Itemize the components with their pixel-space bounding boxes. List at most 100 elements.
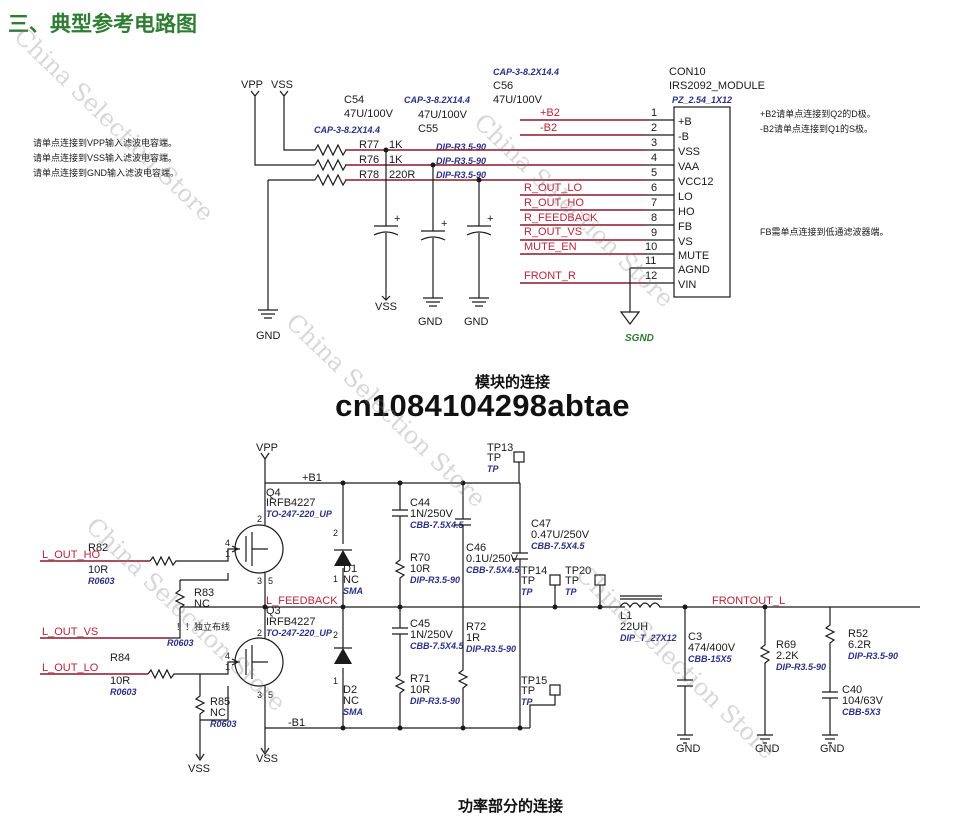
feedback-label: L_FEEDBACK xyxy=(266,595,338,607)
c54-plus: + xyxy=(394,213,400,225)
d2-ref: D2 xyxy=(343,684,357,696)
vpp-wire xyxy=(250,90,315,166)
junction-dot xyxy=(340,604,346,610)
r52-ref: R52 xyxy=(848,628,868,640)
pin-name-10: MUTE xyxy=(678,250,709,262)
r82-body xyxy=(149,548,240,567)
junction-dot xyxy=(262,604,268,610)
vss-label-top: VSS xyxy=(271,79,293,91)
c47-value: 0.47U/250V xyxy=(531,529,590,541)
net-label-front: FRONT_R xyxy=(524,270,576,282)
q4-pin2: 2 xyxy=(257,514,262,524)
sgnd-label: SGND xyxy=(625,333,654,344)
r77-value: 1K xyxy=(389,139,403,151)
l1-core xyxy=(620,595,662,600)
agnd-wire xyxy=(629,267,645,312)
tp13-a: TP xyxy=(487,452,501,464)
r71-pkg: DIP-R3.5-90 xyxy=(410,696,460,706)
c46-pkg: CBB-7.5X4.5 xyxy=(466,565,521,575)
con10-pin-names: +B -B VSS VAA VCC12 LO HO FB VS MUTE AGN… xyxy=(678,116,713,291)
q4-gate-pin4: 4 xyxy=(225,538,230,548)
c45-r71-branch xyxy=(392,607,408,728)
c40-gnd-label: GND xyxy=(820,743,845,755)
tp14-pad xyxy=(549,574,561,586)
r70-ref: R70 xyxy=(410,552,430,564)
r76-ref: R76 xyxy=(359,154,379,166)
d2-symbol xyxy=(334,648,352,664)
vpp-label: VPP xyxy=(241,79,263,91)
q4-pkg: TO-247-220_UP xyxy=(266,509,333,519)
r77-pkg: DIP-R3.5-90 xyxy=(436,142,486,152)
c40-value: 104/63V xyxy=(842,695,884,707)
c44-pkg: CBB-7.5X4.5 xyxy=(410,520,465,530)
pin-num-6: 6 xyxy=(651,182,657,194)
pin-name-8: FB xyxy=(678,221,692,233)
r69-gnd xyxy=(757,734,773,744)
r85-value: NC xyxy=(210,707,226,719)
con10-part: IRS2092_MODULE xyxy=(669,80,765,92)
c55-plus: + xyxy=(441,218,447,230)
pin-name-5: VCC12 xyxy=(678,176,713,188)
pin-name-2: -B xyxy=(678,131,689,143)
c44-r70-branch xyxy=(392,483,408,607)
note-right-2: -B2请单点连接到Q1的S极。 xyxy=(760,123,873,134)
c54-value: 47U/100V xyxy=(344,108,394,120)
c45-ref: C45 xyxy=(410,618,430,630)
r85-vss-label: VSS xyxy=(188,763,210,775)
vss-label-bottom: VSS xyxy=(375,301,397,313)
c56-plus: + xyxy=(487,213,493,225)
c44-value: 1N/250V xyxy=(410,508,453,520)
pin-num-12: 12 xyxy=(645,270,657,282)
c46-r72-branch xyxy=(455,483,471,728)
r76-pkg: DIP-R3.5-90 xyxy=(436,156,486,166)
q3-pin2: 2 xyxy=(257,628,262,638)
tp13-ref: TP13 xyxy=(487,442,513,454)
r72-value: 1R xyxy=(466,632,480,644)
r82-value: 10R xyxy=(88,564,108,576)
watermark-overlay: cn1084104298abtae xyxy=(335,388,630,423)
d1-pin1: 1 xyxy=(333,574,338,584)
input-lo-label: L_OUT_LO xyxy=(42,662,99,674)
q3-pin5: 5 xyxy=(268,690,273,700)
l1-ref: L1 xyxy=(620,610,632,622)
caption-module: 模块的连接 xyxy=(475,373,551,391)
pin-num-8: 8 xyxy=(651,212,657,224)
r52-value: 6.2R xyxy=(848,639,871,651)
tp14-ref: TP14 xyxy=(521,565,547,577)
q3-part: IRFB4227 xyxy=(266,616,316,628)
q3-pin3: 3 xyxy=(257,690,262,700)
q4-gate-arrow xyxy=(231,545,240,553)
l1-inductor xyxy=(619,602,920,609)
c3-branch xyxy=(677,607,693,735)
c45-pkg: CBB-7.5X4.5 xyxy=(410,641,465,651)
net-label-rfb: R_FEEDBACK xyxy=(524,212,598,224)
q3-gate-pin1: 1 xyxy=(225,662,230,672)
c56-ref: C56 xyxy=(493,80,513,92)
gnd-symbol-c56 xyxy=(469,297,489,307)
r69-pkg: DIP-R3.5-90 xyxy=(776,662,826,672)
pin-name-4: VAA xyxy=(678,161,700,173)
d2-value: NC xyxy=(343,695,359,707)
c46-value: 0.1U/250V xyxy=(466,553,519,565)
r77-ref: R77 xyxy=(359,139,379,151)
pin-num-10: 10 xyxy=(645,241,657,253)
junction-dot xyxy=(397,725,403,731)
gnd-label-c55: GND xyxy=(418,316,443,328)
net-label-rlo: R_OUT_LO xyxy=(524,182,583,194)
r52-pkg: DIP-R3.5-90 xyxy=(848,651,898,661)
r72-ref: R72 xyxy=(466,621,486,633)
c47-branch xyxy=(512,483,528,728)
q4-gate xyxy=(245,532,268,566)
q4-part: IRFB4227 xyxy=(266,497,316,509)
note-right-1: +B2请单点连接到Q2的D极。 xyxy=(760,108,876,119)
power-vss-label: VSS xyxy=(256,753,278,765)
tp13-pad xyxy=(513,451,525,463)
pin-name-6: LO xyxy=(678,191,693,203)
c56-symbol xyxy=(466,180,492,298)
d1-ref: D1 xyxy=(343,563,357,575)
junction-dot xyxy=(460,725,466,731)
c56-value: 47U/100V xyxy=(493,94,543,106)
r83-top-wire xyxy=(180,573,229,581)
tp15-lead xyxy=(529,695,556,728)
